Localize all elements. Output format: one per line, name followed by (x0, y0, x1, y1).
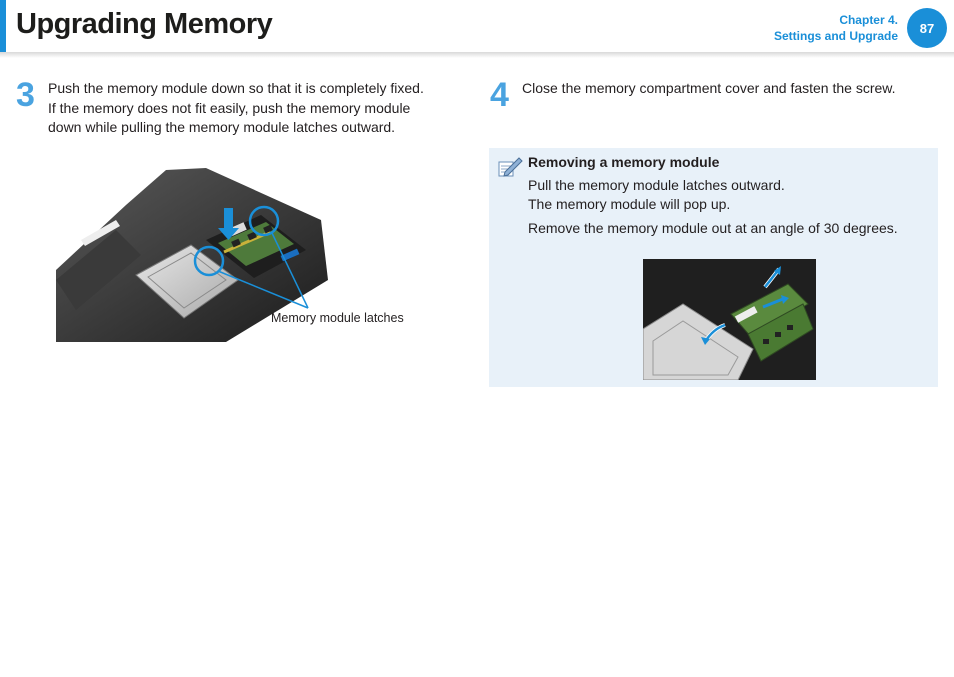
step-3-line-1: Push the memory module down so that it i… (48, 80, 424, 96)
header-divider (0, 52, 954, 58)
chapter-heading: Chapter 4. Settings and Upgrade (774, 12, 898, 44)
page-title: Upgrading Memory (16, 8, 273, 40)
step-4-number: 4 (490, 76, 509, 114)
note-pencil-icon (498, 157, 523, 177)
memory-removal-photo (643, 259, 816, 380)
memory-install-illustration (56, 168, 328, 342)
memory-latches-callout: Memory module latches (271, 311, 404, 325)
page-number-badge: 87 (907, 8, 947, 48)
step-3-number: 3 (16, 76, 35, 114)
step-3-line-3: down while pulling the memory module lat… (48, 119, 396, 135)
note-box: Removing a memory module Pull the memory… (489, 148, 938, 387)
step-3-line-2: If the memory does not fit easily, push … (48, 99, 411, 116)
header-accent-bar (0, 0, 6, 52)
section-label: Settings and Upgrade (773, 29, 898, 43)
note-line-2: The memory module will pop up. (528, 196, 731, 212)
note-title: Removing a memory module (528, 154, 720, 170)
chapter-label: Chapter 4. (839, 13, 898, 27)
step-4-text: Close the memory compartment cover and f… (522, 80, 896, 96)
note-line-1: Pull the memory module latches outward. (528, 177, 785, 193)
note-line-3: Remove the memory module out at an angle… (528, 220, 898, 236)
step-3-text: Push the memory module down so that it i… (48, 79, 478, 138)
